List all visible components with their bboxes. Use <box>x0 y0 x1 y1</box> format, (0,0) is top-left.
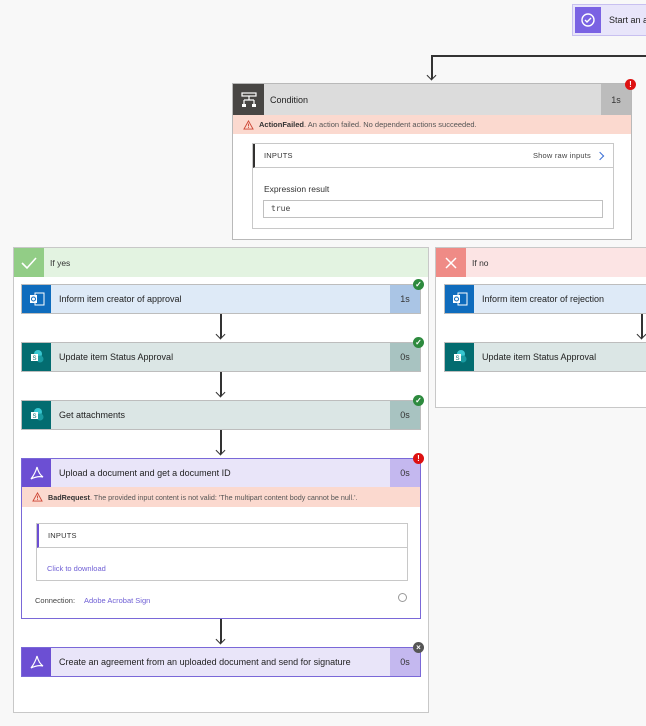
sharepoint-icon: S <box>22 343 51 371</box>
outlook-icon <box>445 285 474 313</box>
action-inform-approval[interactable]: Inform item creator of approval 1s <box>21 284 421 314</box>
action-title: Update item Status Approval <box>482 352 597 362</box>
condition-header[interactable]: Condition 1s <box>233 84 631 115</box>
upload-inputs-panel: INPUTS Click to download <box>36 523 408 581</box>
upload-error-code: BadRequest <box>48 492 90 502</box>
connector-line <box>220 619 222 643</box>
connection-label: Connection: <box>35 596 76 605</box>
svg-text:S: S <box>32 356 36 362</box>
start-card-label: Start an a <box>609 15 646 25</box>
action-title: Inform item creator of approval <box>59 294 182 304</box>
success-status-icon: ✓ <box>413 337 424 348</box>
condition-icon <box>233 84 264 115</box>
click-to-download-link[interactable]: Click to download <box>47 564 106 573</box>
action-inform-rejection[interactable]: Inform item creator of rejection <box>444 284 646 314</box>
if-no-label: If no <box>472 257 489 268</box>
adobe-acrobat-icon <box>22 648 51 676</box>
adobe-acrobat-icon <box>22 459 51 487</box>
start-approval-card[interactable]: Start an a <box>572 4 646 36</box>
condition-title: Condition <box>270 94 309 105</box>
upload-error-text: . The provided input content is not vali… <box>89 492 358 502</box>
svg-text:S: S <box>32 414 36 420</box>
expression-result-value: true <box>263 200 603 218</box>
success-status-icon: ✓ <box>413 395 424 406</box>
connector-arrow <box>426 70 436 81</box>
action-duration: 0s <box>390 343 420 371</box>
upload-error-banner: BadRequest. The provided input content i… <box>22 487 420 507</box>
chevron-right-icon <box>595 151 605 160</box>
connector-line <box>431 55 433 79</box>
action-title: Create an agreement from an uploaded doc… <box>59 657 351 667</box>
inputs-label: INPUTS <box>264 151 293 160</box>
warning-icon <box>32 492 43 502</box>
action-duration: 0s <box>390 401 420 429</box>
if-no-branch: If no <box>435 247 646 408</box>
action-update-status[interactable]: S Update item Status Approval 0s <box>21 342 421 372</box>
error-status-icon: ! <box>625 79 636 90</box>
connector-line <box>220 430 222 454</box>
condition-inputs-panel: INPUTS Show raw inputs Expression result… <box>252 143 614 229</box>
condition-error-banner: ActionFailed. An action failed. No depen… <box>233 115 631 134</box>
inputs-header: INPUTS <box>37 524 407 548</box>
connector-line <box>641 314 643 338</box>
connection-status-icon <box>398 593 407 602</box>
action-title: Inform item creator of rejection <box>482 294 605 304</box>
action-create-agreement[interactable]: Create an agreement from an uploaded doc… <box>21 647 421 677</box>
action-get-attachments[interactable]: S Get attachments 0s <box>21 400 421 430</box>
action-duration: 1s <box>390 285 420 313</box>
error-status-icon: ! <box>413 453 424 464</box>
expression-result-label: Expression result <box>264 184 330 194</box>
svg-text:S: S <box>455 356 459 362</box>
condition-error-text: . An action failed. No dependent actions… <box>304 120 477 129</box>
action-title: Update item Status Approval <box>59 352 174 362</box>
action-update-status-no[interactable]: S Update item Status Approval <box>444 342 646 372</box>
condition-error-code: ActionFailed <box>259 120 305 129</box>
sharepoint-icon: S <box>22 401 51 429</box>
connector-line <box>220 314 222 338</box>
warning-icon <box>243 119 254 130</box>
sharepoint-icon: S <box>445 343 474 371</box>
inputs-header: INPUTS Show raw inputs <box>253 144 613 168</box>
success-status-icon: ✓ <box>413 279 424 290</box>
inputs-label: INPUTS <box>48 531 77 540</box>
condition-card[interactable]: Condition 1s ActionFailed. An action fai… <box>232 83 632 240</box>
connector-line <box>220 372 222 396</box>
upload-document-header[interactable]: Upload a document and get a document ID … <box>22 459 420 487</box>
show-raw-inputs-link[interactable]: Show raw inputs <box>532 144 605 167</box>
if-no-header[interactable]: If no <box>436 248 646 277</box>
condition-duration: 1s <box>601 84 631 115</box>
upload-title: Upload a document and get a document ID <box>59 468 231 478</box>
skipped-status-icon: × <box>413 642 424 653</box>
upload-document-card[interactable]: Upload a document and get a document ID … <box>21 458 421 619</box>
action-title: Get attachments <box>59 410 126 420</box>
upload-duration: 0s <box>390 459 420 487</box>
connector-line <box>431 55 646 57</box>
checkmark-icon <box>14 248 44 277</box>
action-duration: 0s <box>390 648 420 676</box>
if-yes-header[interactable]: If yes <box>14 248 428 277</box>
outlook-icon <box>22 285 51 313</box>
connection-value-link[interactable]: Adobe Acrobat Sign <box>84 596 151 605</box>
show-raw-label: Show raw inputs <box>532 151 591 160</box>
close-icon <box>436 248 466 277</box>
approval-icon <box>575 7 601 33</box>
if-yes-label: If yes <box>50 257 71 268</box>
